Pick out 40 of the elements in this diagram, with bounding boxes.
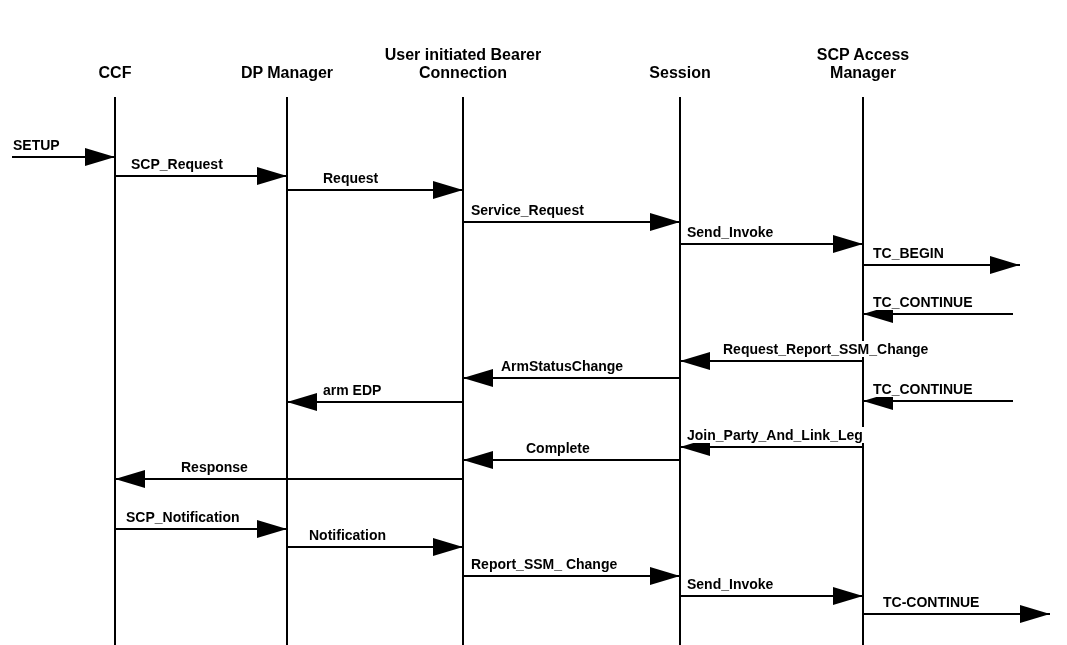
edge-label: Request bbox=[322, 170, 380, 186]
participant-header: User initiated Bearer Connection bbox=[383, 46, 543, 82]
message-arrow bbox=[11, 148, 116, 166]
edge-label: Service_Request bbox=[470, 202, 585, 218]
edge-label: TC_CONTINUE bbox=[872, 381, 974, 397]
edge-label: Join_Party_And_Link_Leg bbox=[686, 427, 864, 443]
edge-label: TC_CONTINUE bbox=[872, 294, 974, 310]
message-arrow bbox=[462, 213, 681, 231]
message-arrow bbox=[286, 393, 464, 411]
message-arrow bbox=[862, 256, 1021, 274]
participant-header: DP Manager bbox=[240, 64, 334, 82]
edge-label: arm EDP bbox=[322, 382, 383, 398]
edge-label: Request_Report_SSM_Change bbox=[722, 341, 930, 357]
message-arrow bbox=[286, 181, 464, 199]
edge-label: SETUP bbox=[12, 137, 61, 153]
edge-label: SCP_Notification bbox=[125, 509, 241, 525]
edge-label: SCP_Request bbox=[130, 156, 224, 172]
edge-label: ArmStatusChange bbox=[500, 358, 625, 374]
message-arrow bbox=[462, 451, 681, 469]
edge-label: Report_SSM_ Change bbox=[470, 556, 619, 572]
message-arrow bbox=[462, 567, 681, 585]
edge-label: TC_BEGIN bbox=[872, 245, 945, 261]
participant-header: SCP Access Manager bbox=[815, 46, 911, 82]
edge-label: Send_Invoke bbox=[686, 576, 775, 592]
message-arrow bbox=[286, 538, 464, 556]
edge-label: TC-CONTINUE bbox=[882, 594, 981, 610]
message-arrow bbox=[679, 352, 864, 370]
message-arrow bbox=[462, 369, 681, 387]
participant-header: CCF bbox=[98, 64, 132, 82]
message-arrow bbox=[679, 587, 864, 605]
message-arrow bbox=[114, 167, 288, 185]
edge-label: Notification bbox=[308, 527, 387, 543]
edge-label: Response bbox=[180, 459, 249, 475]
edge-label: Send_Invoke bbox=[686, 224, 775, 240]
message-arrow bbox=[114, 520, 288, 538]
message-arrow bbox=[862, 605, 1051, 623]
participant-header: Session bbox=[649, 64, 711, 82]
message-arrow bbox=[114, 470, 464, 488]
message-arrow bbox=[679, 235, 864, 253]
edge-label: Complete bbox=[525, 440, 591, 456]
